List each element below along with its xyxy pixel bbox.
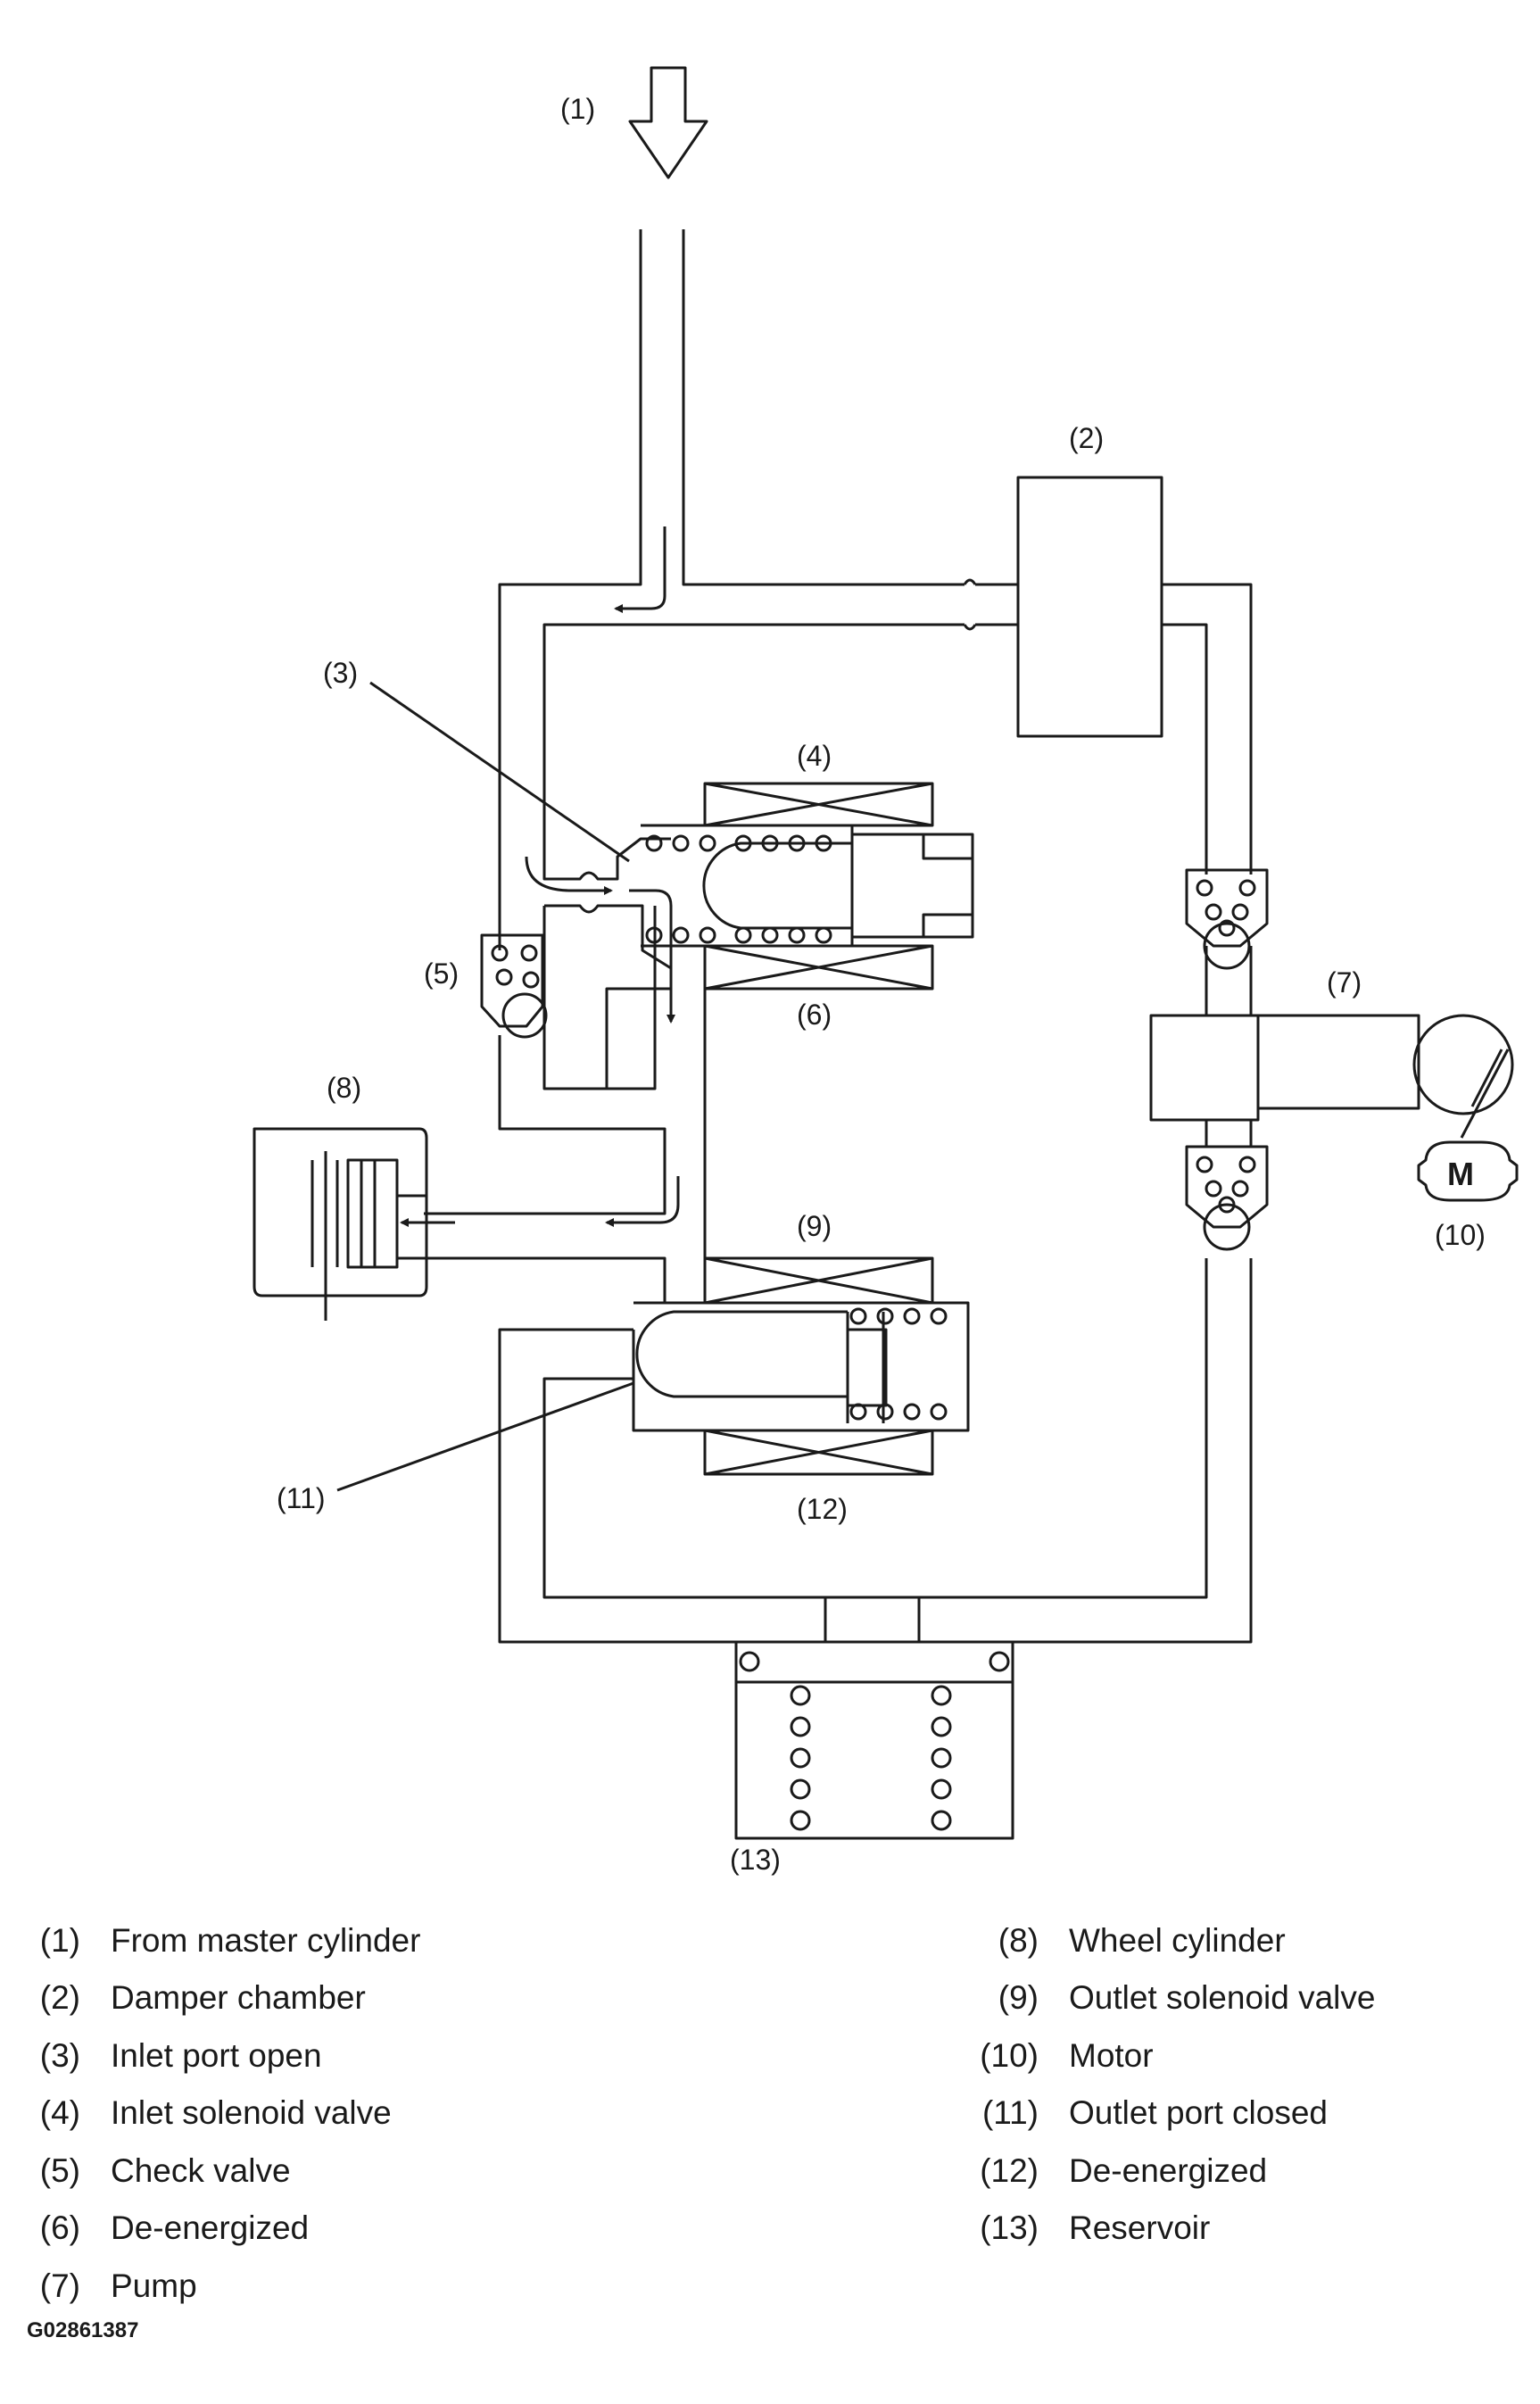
outlet-solenoid-body [632,1301,970,1432]
callout-3: (3) [323,657,358,689]
legend-num: (6) [39,2209,80,2246]
legend-label: Check valve [111,2152,291,2189]
flow-arrow-branch [605,1176,680,1227]
legend-label: Inlet port open [111,2037,322,2074]
legend-item-8: (8) Wheel cylinder [958,1921,1286,1961]
legend-item-3: (3) Inlet port open [0,2036,322,2076]
legend-label: Wheel cylinder [1069,1922,1286,1959]
legend-item-11: (11) Outlet port closed [958,2093,1328,2133]
callout-4: (4) [797,740,832,772]
pump-eccentric [1412,1014,1514,1115]
legend-num: (13) [980,2209,1039,2246]
callout-7: (7) [1327,966,1362,999]
callout-12: (12) [797,1493,848,1525]
legend-num: (7) [39,2267,80,2304]
leader-11 [336,1381,634,1492]
legend-item-12: (12) De-energized [958,2151,1267,2191]
return-pipe-inner [542,1377,825,1599]
legend-num: (4) [39,2094,80,2131]
legend-label: Pump [111,2267,197,2304]
legend-label: From master cylinder [111,1922,421,1959]
legend-label: De-energized [1069,2152,1268,2189]
legend-num: (11) [981,2094,1039,2131]
input-arrow [628,66,708,179]
motor-shaft [1460,1049,1510,1139]
legend-label: Inlet solenoid valve [111,2094,392,2131]
legend-label: Damper chamber [111,1979,366,2016]
figure-id: G02861387 [27,2318,139,2342]
outlet-solenoid-coil-bottom [703,1429,934,1476]
pump-upper-check-valve [1185,868,1269,948]
legend-item-10: (10) Motor [958,2036,1154,2076]
damper-chamber [1016,476,1163,738]
legend-item-13: (13) Reservoir [958,2209,1210,2248]
callout-8: (8) [327,1072,361,1104]
callout-13: (13) [730,1844,781,1876]
leader-3 [369,681,630,863]
legend-label: De-energized [111,2209,310,2246]
legend-label: Motor [1069,2037,1154,2074]
legend-label: Outlet port closed [1069,2094,1328,2131]
inlet-solenoid-body [641,824,974,948]
callout-11: (11) [277,1482,326,1514]
check-valve [480,933,544,1028]
legend-item-4: (4) Inlet solenoid valve [0,2093,392,2133]
legend-item-7: (7) Pump [0,2267,197,2306]
legend-label: Outlet solenoid valve [1069,1979,1376,2016]
legend-num: (12) [980,2152,1039,2189]
reservoir [734,1640,1014,1840]
legend-num: (1) [39,1922,80,1959]
legend-num: (2) [39,1979,80,2016]
wheel-cylinder-case [253,1127,428,1297]
callout-10: (10) [1435,1219,1486,1251]
callout-2: (2) [1069,422,1104,454]
motor-symbol [1417,1140,1519,1202]
flow-arrow-supply [614,526,667,613]
inlet-solenoid-coil-bottom [703,944,934,991]
pump-lower-check-valve [1185,1145,1269,1229]
outlet-solenoid-coil-top [703,1256,934,1305]
callout-1: (1) [560,93,595,125]
legend-item-5: (5) Check valve [0,2151,291,2191]
legend-num: (3) [39,2037,80,2074]
legend-item-9: (9) Outlet solenoid valve [958,1978,1376,2018]
inlet-solenoid-coil-top [703,782,934,827]
return-pipe-outer [498,1258,1208,1644]
legend-label: Reservoir [1069,2209,1211,2246]
callout-5: (5) [424,957,459,990]
legend-num: (9) [998,1979,1039,2016]
legend-item-2: (2) Damper chamber [0,1978,366,2018]
legend-num: (10) [980,2037,1039,2074]
supply-pipe-inner [542,229,965,839]
inlet-port [542,837,671,881]
flow-arrow-outlet [629,889,675,1024]
legend-item-6: (6) De-energized [0,2209,309,2248]
callout-9: (9) [797,1210,832,1242]
callout-6: (6) [797,999,832,1031]
legend-num: (8) [998,1922,1039,1959]
pump-body [1149,1014,1420,1122]
motor-label: M [1447,1156,1474,1192]
upper-right-pipe [1162,583,1253,875]
legend-item-1: (1) From master cylinder [0,1921,421,1961]
legend-num: (5) [39,2152,80,2189]
flow-arrow-inlet [525,856,613,895]
supply-pipe [498,229,642,950]
